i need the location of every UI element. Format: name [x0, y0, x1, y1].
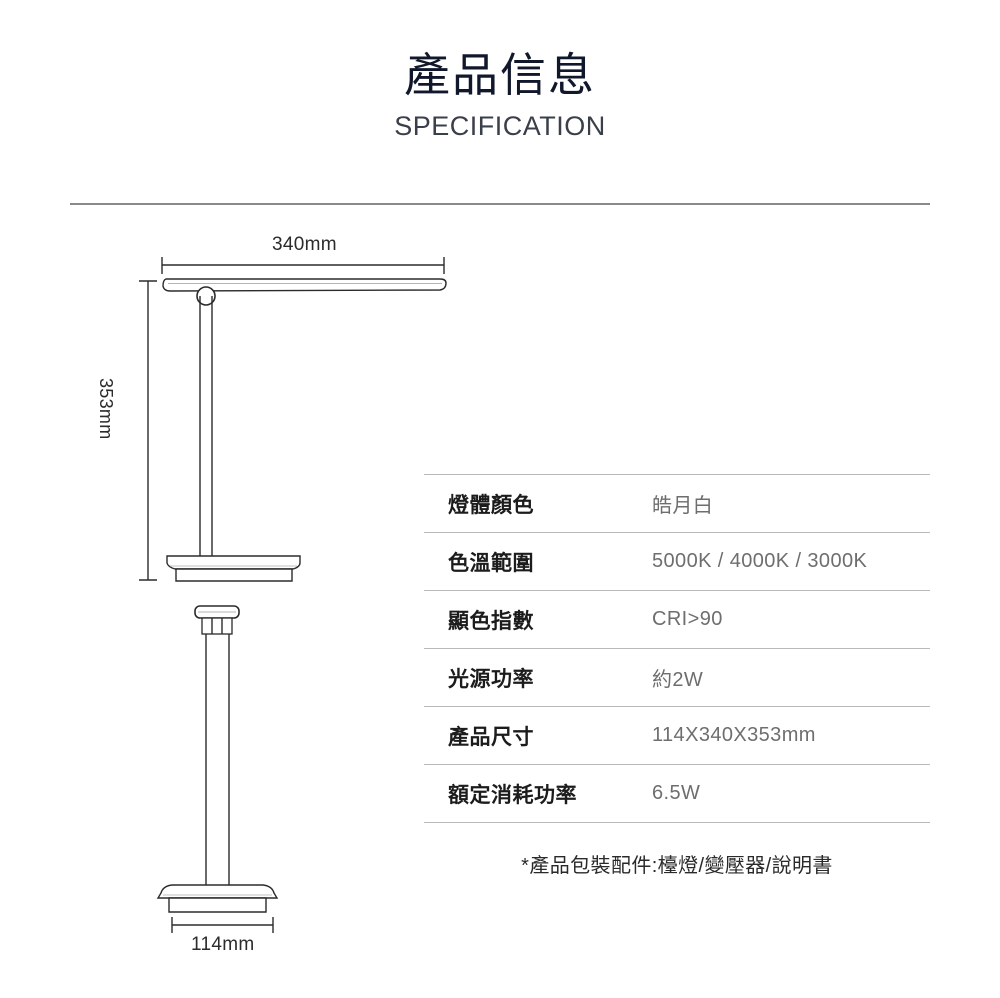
- front-view-lamp-head: [194, 605, 240, 619]
- front-view-base: [156, 884, 279, 913]
- front-view-hinge-bracket: [201, 617, 233, 635]
- page-subtitle: SPECIFICATION: [394, 111, 606, 141]
- spec-label: 產品尺寸: [448, 725, 534, 749]
- spec-value: 114X340X353mm: [652, 724, 816, 746]
- side-view-stem: [199, 296, 213, 556]
- side-view-hinge-joint: [196, 286, 216, 306]
- dimension-line-353mm: [139, 280, 157, 581]
- dimension-label-base-width: 114mm: [191, 934, 255, 955]
- table-row: 燈體顏色 皓月白: [424, 474, 930, 532]
- side-view-base: [166, 555, 301, 582]
- specification-table: 燈體顏色 皓月白 色溫範圍 5000K / 4000K / 3000K 顯色指數…: [424, 474, 930, 823]
- table-row: 顯色指數 CRI>90: [424, 590, 930, 648]
- dimension-line-340mm: [161, 257, 445, 274]
- header-divider: [70, 203, 930, 205]
- spec-label: 色溫範圍: [448, 551, 534, 575]
- table-row: 產品尺寸 114X340X353mm: [424, 706, 930, 764]
- table-row: 光源功率 約2W: [424, 648, 930, 706]
- page-title: 產品信息: [404, 49, 596, 101]
- spec-label: 燈體顏色: [448, 493, 534, 517]
- dimension-label-width: 340mm: [272, 234, 337, 255]
- spec-label: 顯色指數: [448, 609, 534, 633]
- spec-value: 約2W: [652, 669, 704, 691]
- dimension-line-114mm: [171, 917, 274, 933]
- package-contents-note: *產品包裝配件:檯燈/變壓器/說明書: [521, 855, 833, 877]
- page-header: 產品信息 SPECIFICATION: [0, 46, 1000, 144]
- spec-value: 皓月白: [652, 495, 714, 517]
- table-row: 額定消耗功率 6.5W: [424, 764, 930, 823]
- spec-value: 5000K / 4000K / 3000K: [652, 550, 868, 572]
- product-diagram: [0, 0, 480, 998]
- spec-label: 光源功率: [448, 667, 534, 691]
- spec-value: CRI>90: [652, 608, 723, 630]
- spec-label: 額定消耗功率: [448, 783, 577, 807]
- front-view-stem: [205, 634, 230, 885]
- spec-value: 6.5W: [652, 782, 701, 804]
- table-row: 色溫範圍 5000K / 4000K / 3000K: [424, 532, 930, 590]
- side-view-lamp-head: [162, 278, 447, 292]
- dimension-label-height: 353mm: [96, 378, 116, 440]
